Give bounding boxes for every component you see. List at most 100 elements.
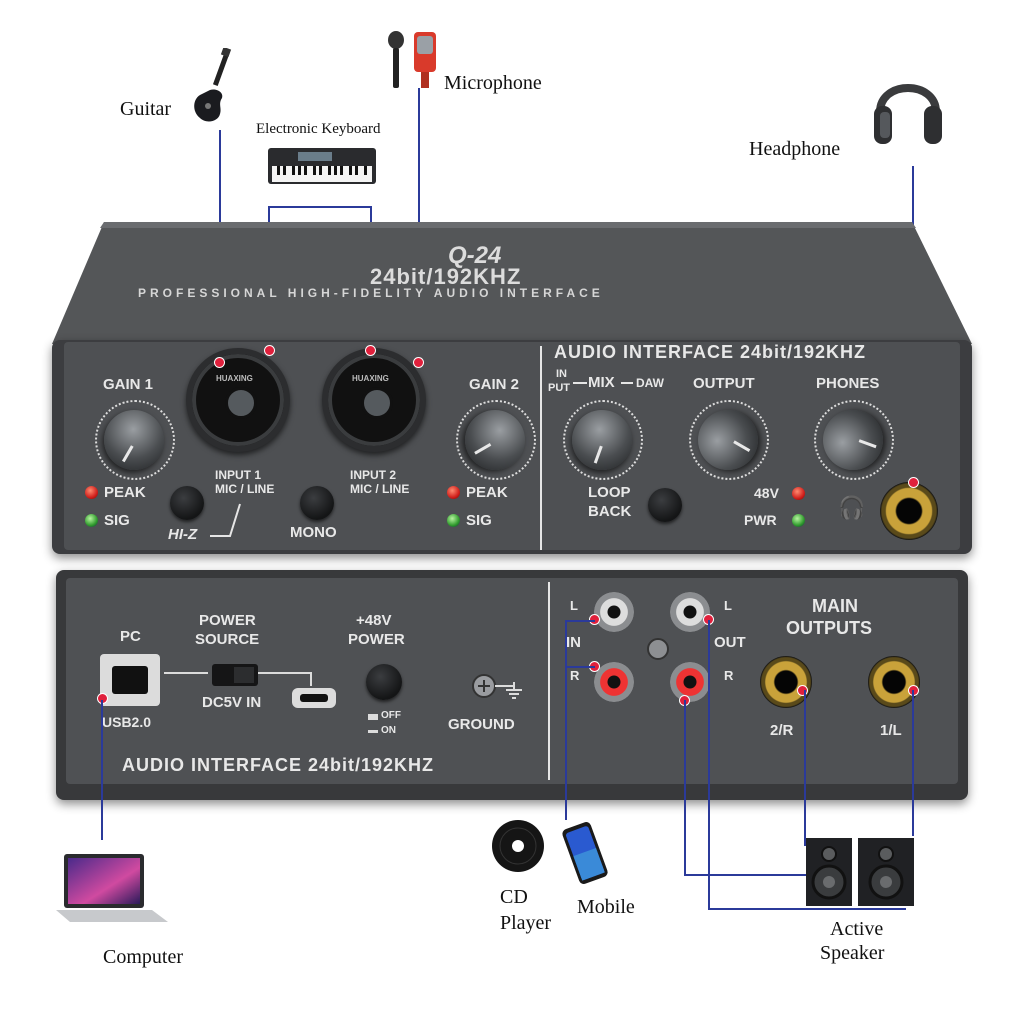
rca-in-right[interactable] [594, 662, 634, 702]
back-divider [548, 582, 550, 780]
input2-label-a: INPUT 2 [350, 468, 397, 482]
hiz-button[interactable] [170, 486, 204, 520]
p48-button[interactable] [366, 664, 402, 700]
dc5v-port[interactable] [292, 688, 336, 708]
sig2-led [447, 514, 460, 527]
sig1-led [85, 514, 98, 527]
input2-label-b: MIC / LINE [350, 482, 410, 496]
input1-connector-dot-left [215, 358, 224, 367]
input1-brand: HUAXING [216, 374, 253, 383]
speaker-label-1: Active [830, 918, 884, 940]
main-out-1l-jack[interactable] [868, 656, 920, 708]
hiz-bracket [210, 503, 241, 537]
microphone-label: Microphone [444, 72, 542, 94]
speaker-label-2: Speaker [820, 942, 885, 964]
keyboard-label: Electronic Keyboard [256, 121, 381, 137]
microphone-icon [388, 31, 436, 88]
main-outputs-label-a: MAIN [812, 596, 858, 616]
output-ticks [689, 400, 769, 480]
rca-in-left[interactable] [594, 592, 634, 632]
power-source-switch[interactable] [212, 664, 258, 686]
power-source-label-a: POWER [199, 612, 256, 629]
rca-out-left[interactable] [670, 592, 710, 632]
input1-label-a: INPUT 1 [215, 468, 262, 482]
loopback-label-a: LOOP [588, 484, 631, 501]
front-section-title: AUDIO INTERFACE 24bit/192KHZ [554, 342, 867, 362]
pwr-label: PWR [744, 512, 777, 528]
rca-out-left-dot [704, 615, 713, 624]
cd-label-1: CD [500, 886, 528, 908]
front-tagline: PROFESSIONAL HIGH-FIDELITY AUDIO INTERFA… [138, 286, 604, 300]
gain2-ticks [456, 400, 536, 480]
in-r-label: R [570, 668, 580, 683]
in-label: IN [566, 634, 581, 651]
guitar-label: Guitar [120, 98, 172, 120]
cd-icon [492, 820, 544, 872]
loopback-button[interactable] [648, 488, 682, 522]
p48-on-label: ON [381, 725, 396, 736]
sig1-label: SIG [104, 512, 130, 529]
peak2-led [447, 486, 460, 499]
rca-out-right[interactable] [670, 662, 710, 702]
headphone-label: Headphone [749, 138, 841, 160]
pwr-led [792, 514, 805, 527]
loopback-label-b: BACK [588, 503, 632, 520]
input1-connector-dot-right [265, 346, 274, 355]
peak2-label: PEAK [466, 484, 508, 501]
gain1-label: GAIN 1 [103, 376, 154, 393]
front-divider [540, 346, 542, 550]
back-title: AUDIO INTERFACE 24bit/192KHZ [122, 755, 435, 775]
phones-ticks [814, 400, 894, 480]
ground-screw-icon [472, 674, 522, 699]
phones-connector-dot [909, 478, 918, 487]
input2-connector-dot-left [366, 346, 375, 355]
phones-label: PHONES [816, 375, 880, 392]
main-out-2r-dot [798, 686, 807, 695]
phones-output-jack[interactable] [880, 482, 938, 540]
rca-center-screw [647, 638, 669, 660]
input2-connector-dot-right [414, 358, 423, 367]
mobile-label: Mobile [577, 896, 635, 918]
computer-icon [56, 854, 168, 922]
mono-label: MONO [290, 524, 337, 541]
headphone-symbol-icon: 🎧 [838, 496, 866, 521]
v48-label: 48V [754, 485, 779, 501]
computer-label: Computer [103, 946, 183, 968]
front-spec: 24bit/192KHZ [370, 264, 522, 289]
input1-combo-jack[interactable] [186, 348, 290, 452]
out-2r-label: 2/R [770, 722, 794, 739]
active-speaker-icon [806, 838, 914, 906]
front-unit-lid [52, 222, 972, 344]
mix-label: MIX [588, 374, 615, 391]
headphone-icon [874, 84, 942, 144]
output-label: OUTPUT [693, 375, 755, 392]
p48-label-b: POWER [348, 631, 405, 648]
usb-port[interactable] [100, 654, 160, 706]
p48-off-label: OFF [381, 710, 401, 721]
dc5v-label: DC5V IN [202, 694, 262, 711]
main-outputs-label-b: OUTPUTS [786, 618, 873, 638]
input2-brand: HUAXING [352, 374, 389, 383]
hiz-label: HI-Z [168, 526, 198, 543]
power-source-label-b: SOURCE [195, 631, 260, 648]
p48-label-a: +48V [356, 612, 392, 629]
input2-combo-jack[interactable] [322, 348, 426, 452]
out-label: OUT [714, 634, 746, 651]
main-out-2r-jack[interactable] [760, 656, 812, 708]
out-r-label: R [724, 668, 734, 683]
cd-label-2: Player [500, 912, 552, 934]
keyboard-icon [268, 148, 376, 184]
guitar-icon [194, 48, 232, 122]
in-l-label: L [570, 598, 578, 613]
v48-led [792, 487, 805, 500]
mix-input-label-a: IN [556, 368, 567, 380]
rca-in-left-dot [590, 615, 599, 624]
mix-ticks [563, 400, 643, 480]
out-1l-label: 1/L [880, 722, 902, 739]
mix-input-label-b: PUT [548, 382, 570, 394]
mono-button[interactable] [300, 486, 334, 520]
mix-daw-label: DAW [636, 376, 664, 390]
peak1-label: PEAK [104, 484, 146, 501]
mobile-icon [562, 822, 608, 884]
sig2-label: SIG [466, 512, 492, 529]
